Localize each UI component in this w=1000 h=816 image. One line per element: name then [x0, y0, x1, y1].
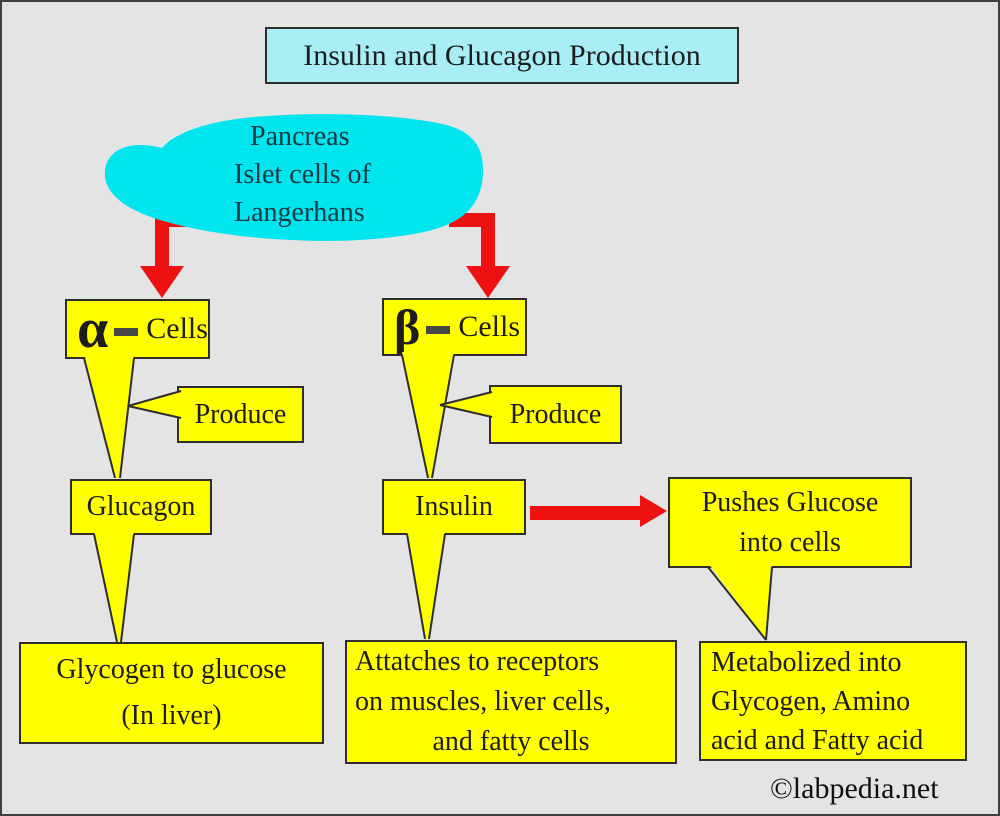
dash-icon: [114, 328, 139, 336]
pancreas-label-line: Pancreas: [250, 121, 350, 152]
alpha-cells-box: α Cells: [65, 299, 210, 359]
arrow-insulin-to-pushes: [530, 495, 667, 527]
glycogen-line: (In liver): [121, 700, 222, 731]
alpha-cells-label: Cells: [146, 312, 208, 345]
pushes-line: into cells: [739, 526, 841, 558]
produce-label: Produce: [194, 398, 287, 430]
glucagon-box: Glucagon: [70, 479, 212, 535]
insulin-box: Insulin: [382, 479, 526, 535]
beta-cells-label: Cells: [458, 310, 521, 343]
arrow-pancreas-to-beta: [449, 213, 510, 298]
pancreas-label-line: Langerhans: [234, 197, 365, 228]
diagram-title-text: Insulin and Glucagon Production: [303, 38, 701, 72]
pancreas-label: Pancreas Islet cells of Langerhans: [234, 118, 464, 232]
receptors-line: Attatches to receptors: [355, 646, 600, 677]
glycogen-to-glucose-box: Glycogen to glucose (In liver): [19, 642, 324, 744]
dash-icon: [426, 326, 451, 334]
glucagon-label: Glucagon: [86, 491, 196, 522]
produce-label: Produce: [509, 398, 602, 430]
insulin-label: Insulin: [415, 491, 493, 522]
receptors-box: Attatches to receptors on muscles, liver…: [345, 640, 677, 764]
metabolized-line: Glycogen, Amino: [711, 685, 911, 717]
diagram-title: Insulin and Glucagon Production: [265, 27, 739, 84]
metabolized-line: acid and Fatty acid: [711, 724, 924, 756]
pancreas-blob: [104, 114, 484, 241]
metabolized-line: Metabolized into: [711, 646, 902, 678]
beta-cells-box: β Cells: [382, 298, 527, 356]
glycogen-line: Glycogen to glucose: [56, 654, 287, 685]
produce-callout-beta: Produce: [489, 385, 622, 444]
arrow-pancreas-to-alpha: [140, 213, 207, 298]
pancreas-label-line: Islet cells of: [234, 159, 371, 190]
pushes-line: Pushes Glucose: [701, 486, 879, 518]
watermark: ©labpedia.net: [770, 772, 939, 806]
pushes-glucose-box: Pushes Glucose into cells: [668, 477, 912, 568]
receptors-line: and fatty cells: [432, 726, 590, 757]
metabolized-box: Metabolized into Glycogen, Amino acid an…: [699, 641, 967, 761]
produce-callout-alpha: Produce: [177, 386, 304, 443]
receptors-line: on muscles, liver cells,: [355, 686, 611, 717]
watermark-text: ©labpedia.net: [770, 772, 939, 805]
beta-symbol: β: [394, 298, 421, 355]
alpha-symbol: α: [77, 297, 109, 360]
